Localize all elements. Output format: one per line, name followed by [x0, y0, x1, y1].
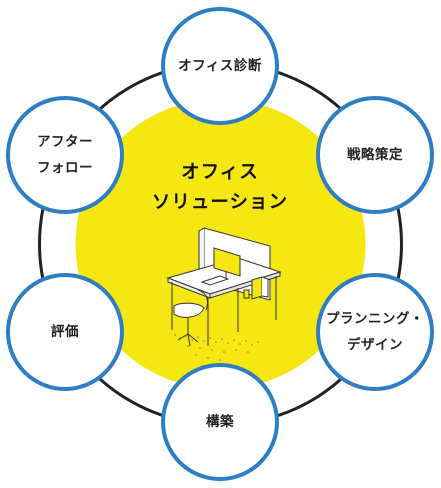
center-title: オフィス ソリューション: [120, 158, 320, 218]
center-title-line1: オフィス: [181, 162, 259, 183]
node-after-follow[interactable]: アフター フォロー: [6, 96, 124, 214]
node-construction-label: 構築: [206, 413, 234, 430]
node-construction[interactable]: 構築: [161, 363, 279, 481]
node-planning-design[interactable]: プランニング・ デザイン: [316, 273, 434, 391]
node-after-follow-line2: フォロー: [37, 160, 93, 176]
node-strategy-label: 戦略策定: [347, 146, 403, 163]
node-evaluation-label: 評価: [51, 323, 79, 340]
node-evaluation[interactable]: 評価: [6, 273, 124, 391]
node-office-diagnosis[interactable]: オフィス診断: [161, 7, 279, 125]
node-planning-design-line2: デザイン: [347, 337, 403, 353]
center-title-line2: ソリューション: [151, 192, 289, 213]
node-planning-design-line1: プランニング・: [326, 310, 424, 327]
node-after-follow-line1: アフター: [37, 133, 93, 150]
node-strategy[interactable]: 戦略策定: [316, 96, 434, 214]
node-office-diagnosis-label: オフィス診断: [178, 57, 262, 74]
office-desk-illustration: [166, 227, 282, 361]
